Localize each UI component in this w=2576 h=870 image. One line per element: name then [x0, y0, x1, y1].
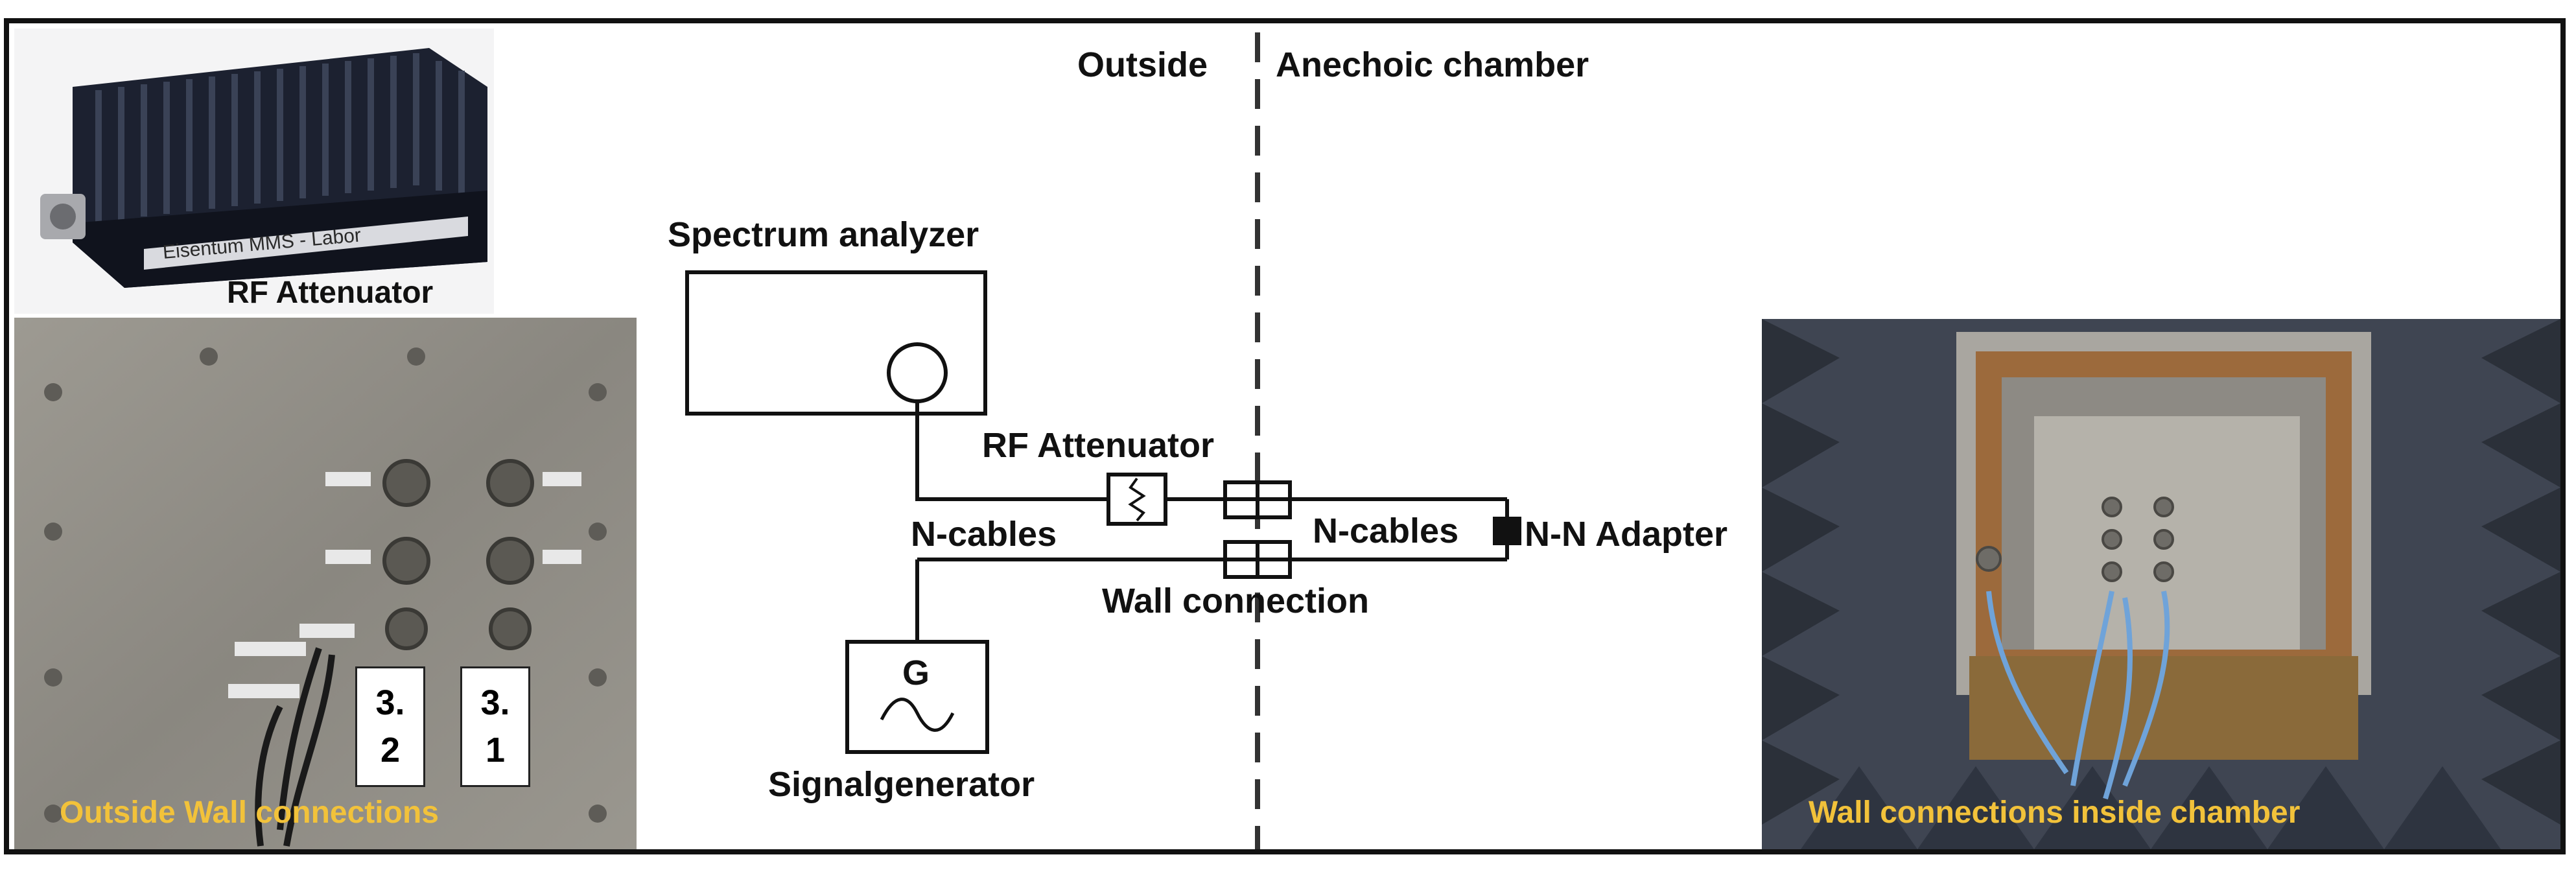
- outside-wall-caption: Outside Wall connections: [60, 795, 439, 830]
- outside-label: Outside: [1077, 45, 1208, 84]
- inside-chamber-caption: Wall connections inside chamber: [1809, 795, 2301, 830]
- port-label-3-2-text: 3. 2: [375, 683, 405, 770]
- n-n-adapter-symbol: [1493, 517, 1521, 545]
- rf-attenuator-label: RF Attenuator: [982, 426, 1214, 465]
- port-label-3-1: 3. 1: [460, 666, 530, 787]
- signal-generator-label: Signalgenerator: [768, 765, 1035, 804]
- port-label-3-2: 3. 2: [355, 666, 425, 787]
- inside-chamber-photo: [1762, 319, 2560, 849]
- chamber-label: Anechoic chamber: [1276, 45, 1589, 84]
- inside-chamber-scene: [1762, 319, 2560, 849]
- attenuator-resistor-zigzag: [1128, 477, 1146, 522]
- sine-wave-icon: [880, 698, 955, 732]
- outside-wall-photo: [14, 318, 637, 849]
- n-n-adapter-label: N-N Adapter: [1525, 515, 1727, 554]
- n-cables-left-label: N-cables: [911, 515, 1057, 554]
- generator-symbol: G: [902, 653, 930, 692]
- spectrum-analyzer-label: Spectrum analyzer: [668, 215, 979, 254]
- rf-attenuator-photo: Eisentum MMS - Labor: [14, 29, 494, 314]
- rf-attenuator-photo-caption: RF Attenuator: [227, 276, 434, 310]
- spectrum-analyzer-box: [685, 270, 987, 416]
- spectrum-analyzer-port: [887, 342, 948, 403]
- upper-cable: [915, 401, 1108, 501]
- signal-generator-box: [845, 640, 989, 754]
- outside-wall-plate: [14, 318, 637, 849]
- rf-attenuator-illustration: Eisentum MMS - Labor: [14, 29, 494, 314]
- wall-connection-label: Wall connection: [1102, 582, 1369, 620]
- n-cables-right-label: N-cables: [1313, 511, 1458, 550]
- port-label-3-1-text: 3. 1: [480, 683, 510, 770]
- figure-border: [4, 18, 2566, 854]
